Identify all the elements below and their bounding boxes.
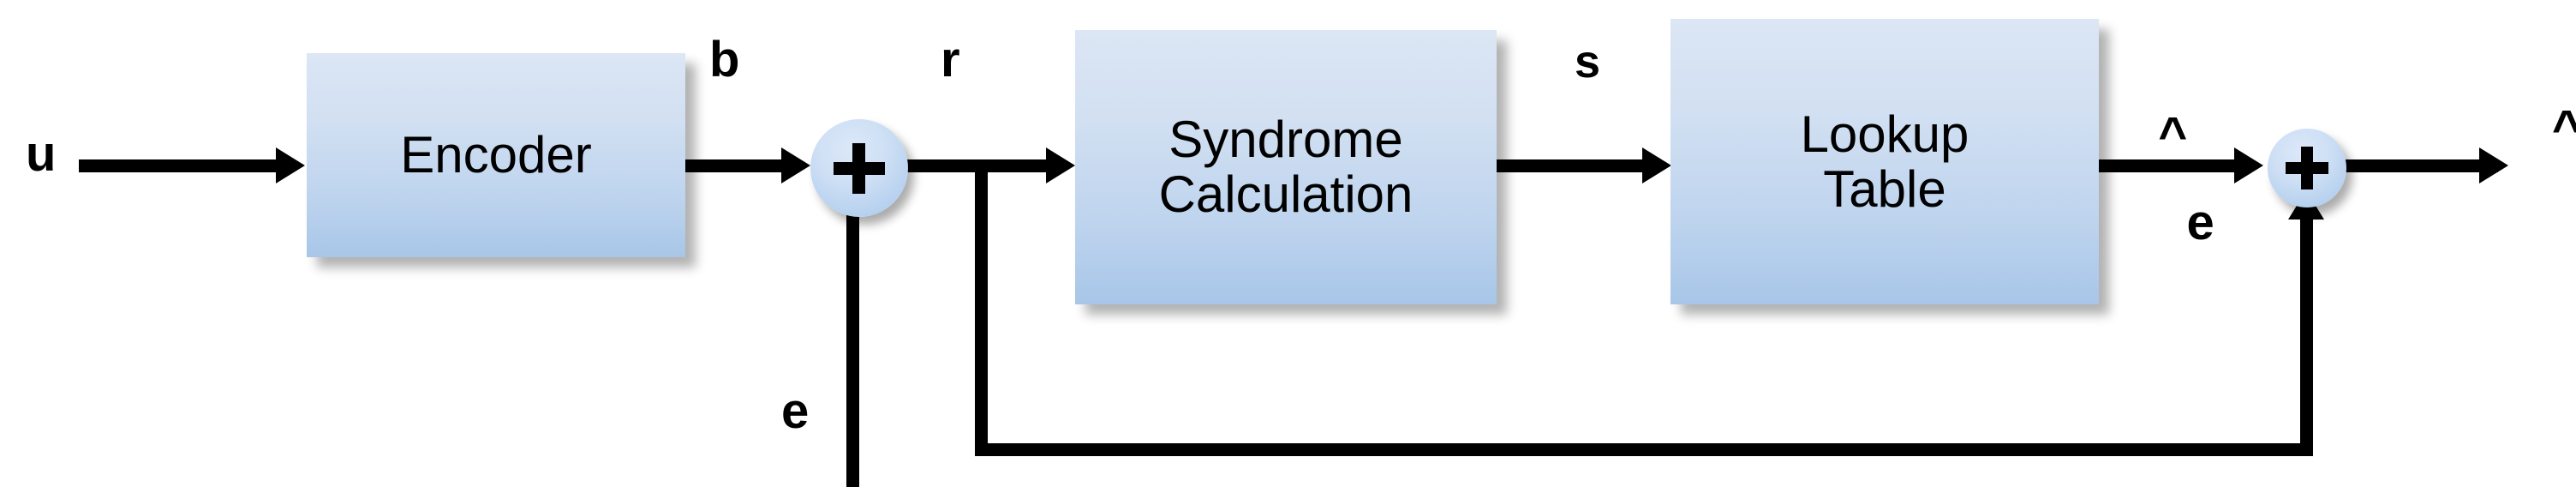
block-lookup-table[interactable]: Lookup Table bbox=[1671, 19, 2099, 304]
arrowhead-into-summer1 bbox=[781, 147, 810, 183]
wire-e-to-summer1 bbox=[846, 165, 859, 487]
summing-junction-1[interactable] bbox=[810, 119, 908, 217]
signal-label-b-hat: ^ b bbox=[2524, 15, 2576, 290]
signal-label-r: r bbox=[941, 32, 960, 87]
wire-lookup-to-summer2 bbox=[2099, 159, 2236, 172]
wire-feedback-bottom bbox=[975, 443, 2313, 456]
hat-accent-b: ^ bbox=[2552, 99, 2576, 156]
signal-label-s: s bbox=[1575, 36, 1601, 87]
plus-icon-vertical-2 bbox=[2301, 147, 2313, 189]
signal-label-u: u bbox=[26, 126, 57, 182]
hat-accent-e: ^ bbox=[2158, 106, 2188, 163]
arrowhead-into-lookup bbox=[1642, 147, 1671, 183]
arrowhead-output-bhat bbox=[2479, 147, 2508, 183]
arrowhead-into-encoder bbox=[276, 147, 305, 183]
wire-encoder-to-summer1 bbox=[685, 159, 783, 172]
wire-feedback-up-to-summer2 bbox=[2300, 213, 2313, 456]
block-encoder[interactable]: Encoder bbox=[307, 53, 685, 257]
arrowhead-into-summer2 bbox=[2234, 147, 2263, 183]
signal-label-e-hat: ^ e bbox=[2131, 22, 2214, 297]
summing-junction-2[interactable] bbox=[2268, 129, 2346, 207]
block-syndrome-calculation[interactable]: Syndrome Calculation bbox=[1075, 30, 1497, 304]
wire-syndrome-to-lookup bbox=[1497, 159, 1644, 172]
signal-label-e: e bbox=[781, 383, 810, 439]
plus-icon-vertical-1 bbox=[852, 143, 865, 194]
wire-u-to-encoder bbox=[79, 159, 278, 172]
signal-base-e: e bbox=[2186, 195, 2214, 251]
signal-label-b: b bbox=[709, 32, 740, 87]
wire-feedback-down bbox=[975, 159, 988, 456]
wire-summer2-to-output bbox=[2346, 159, 2498, 172]
arrowhead-into-syndrome bbox=[1046, 147, 1075, 183]
